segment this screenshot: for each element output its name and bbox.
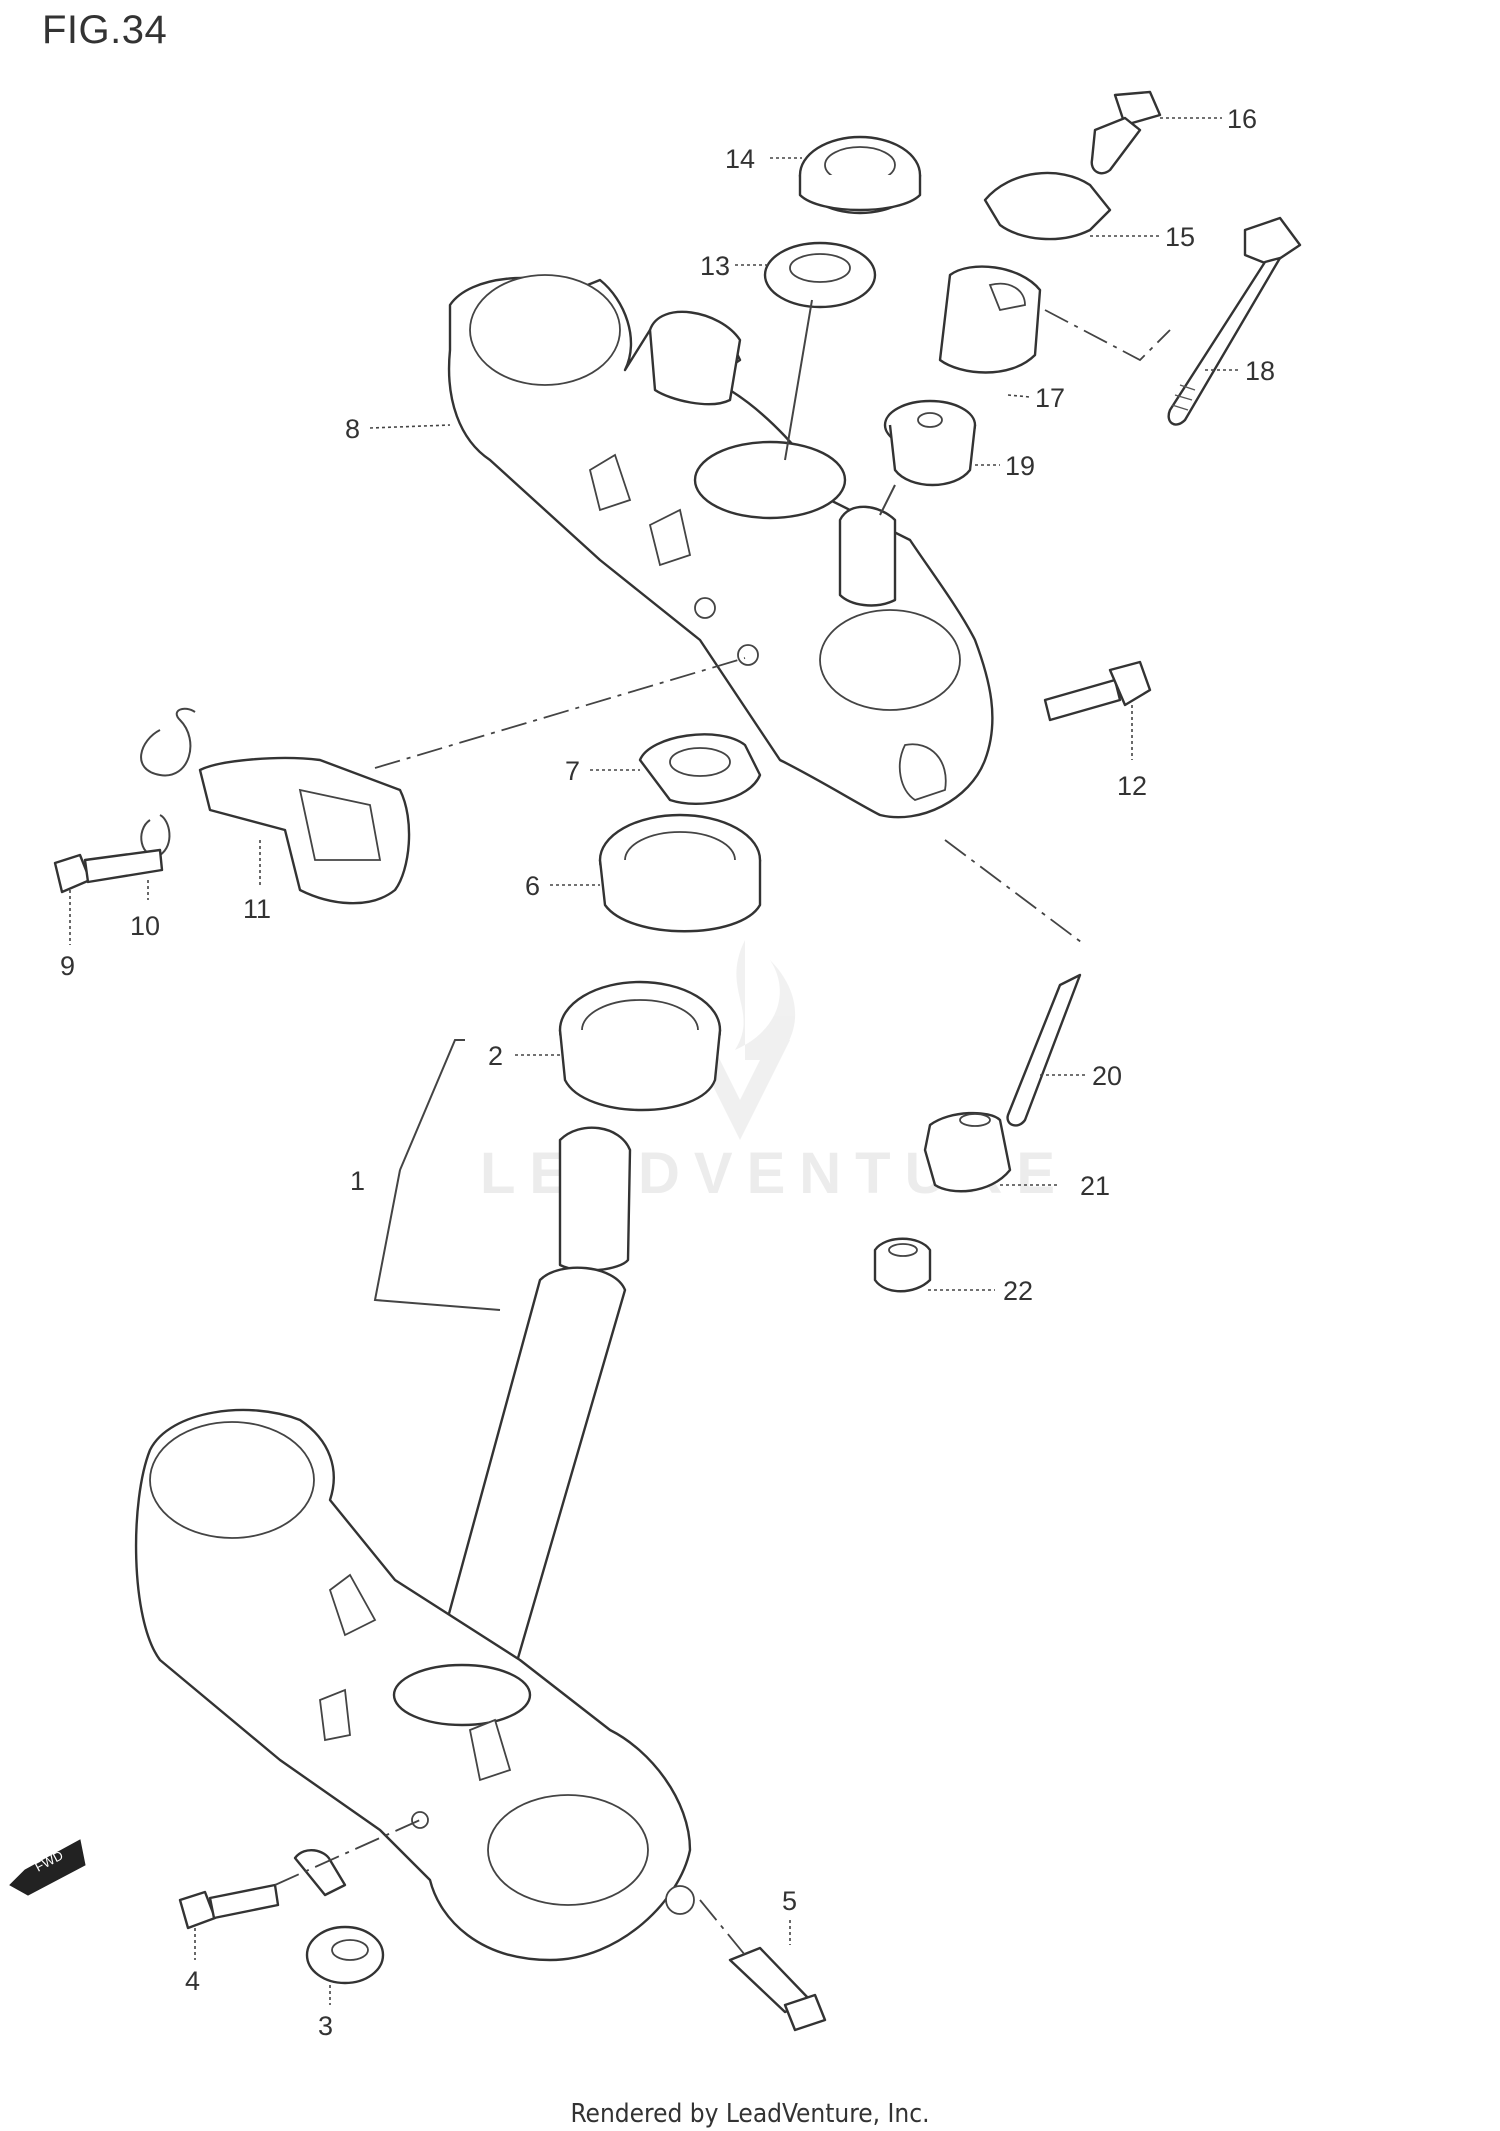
callout-10: 10 bbox=[130, 911, 160, 941]
callout-22: 22 bbox=[1003, 1276, 1033, 1306]
upper-bracket-part-8 bbox=[447, 274, 994, 819]
cushion-part-19 bbox=[883, 399, 977, 487]
callout-19: 19 bbox=[1005, 451, 1035, 481]
callout-15: 15 bbox=[1165, 222, 1195, 252]
handlebar-holder-lower-part-17 bbox=[938, 265, 1042, 374]
nut-part-22 bbox=[873, 1237, 932, 1293]
footer-credit: Rendered by LeadVenture, Inc. bbox=[570, 2099, 930, 2129]
callout-7: 7 bbox=[565, 756, 580, 786]
callout-3: 3 bbox=[318, 2011, 333, 2041]
bracket-line-1 bbox=[373, 1039, 501, 1311]
cushion-part-21 bbox=[923, 1111, 1012, 1193]
callout-5: 5 bbox=[782, 1886, 797, 1916]
callout-17: 17 bbox=[1035, 383, 1065, 413]
assembly-line-lower-bolt-5 bbox=[699, 1899, 746, 1956]
callout-21: 21 bbox=[1080, 1171, 1110, 1201]
forward-direction-badge bbox=[9, 1839, 86, 1896]
callout-14: 14 bbox=[725, 144, 755, 174]
bolt-part-5 bbox=[728, 1946, 827, 2032]
assembly-line-lower-bolt bbox=[274, 1819, 421, 1886]
bearing-part-6 bbox=[598, 813, 762, 933]
spring-clip-part-10 bbox=[140, 707, 196, 857]
lock-nut-part-7 bbox=[638, 733, 762, 806]
leader-8 bbox=[369, 424, 451, 429]
bolt-part-4 bbox=[178, 1883, 280, 1930]
callout-9: 9 bbox=[60, 951, 75, 981]
assembly-line-plate bbox=[374, 657, 746, 769]
bolt-part-9 bbox=[53, 848, 164, 894]
callout-1: 1 bbox=[350, 1166, 365, 1196]
assembly-line-bolt-18 bbox=[1044, 309, 1171, 362]
assembly-line-cushion bbox=[879, 484, 896, 516]
callout-6: 6 bbox=[525, 871, 540, 901]
callout-11: 11 bbox=[243, 894, 271, 924]
callout-18: 18 bbox=[1245, 356, 1275, 386]
leader-17 bbox=[1007, 394, 1031, 398]
lower-bearing-part-2 bbox=[558, 980, 722, 1112]
callout-8: 8 bbox=[345, 414, 360, 444]
pinch-bolt-part-12 bbox=[1043, 660, 1152, 722]
lower-bracket-stem-part-1 bbox=[134, 1126, 695, 1962]
bracket-plate-part-11 bbox=[198, 756, 411, 905]
grommet-part-3 bbox=[293, 1849, 385, 1985]
figure-title: FIG.34 bbox=[42, 8, 168, 52]
callout-12: 12 bbox=[1117, 771, 1147, 801]
assembly-line-washer bbox=[784, 299, 813, 461]
handlebar-bolt-part-16 bbox=[1090, 90, 1162, 175]
long-bolt-part-18 bbox=[1167, 216, 1302, 426]
callout-20: 20 bbox=[1092, 1061, 1122, 1091]
callout-2: 2 bbox=[488, 1041, 503, 1071]
assembly-line-pin bbox=[944, 839, 1086, 946]
callout-13: 13 bbox=[700, 251, 730, 281]
washer-part-13 bbox=[763, 241, 877, 309]
handlebar-holder-upper-part-15 bbox=[983, 171, 1112, 241]
callout-4: 4 bbox=[185, 1966, 200, 1996]
callout-16: 16 bbox=[1227, 104, 1257, 134]
stem-nut-part-14 bbox=[798, 135, 922, 215]
pin-part-20 bbox=[1006, 973, 1082, 1127]
